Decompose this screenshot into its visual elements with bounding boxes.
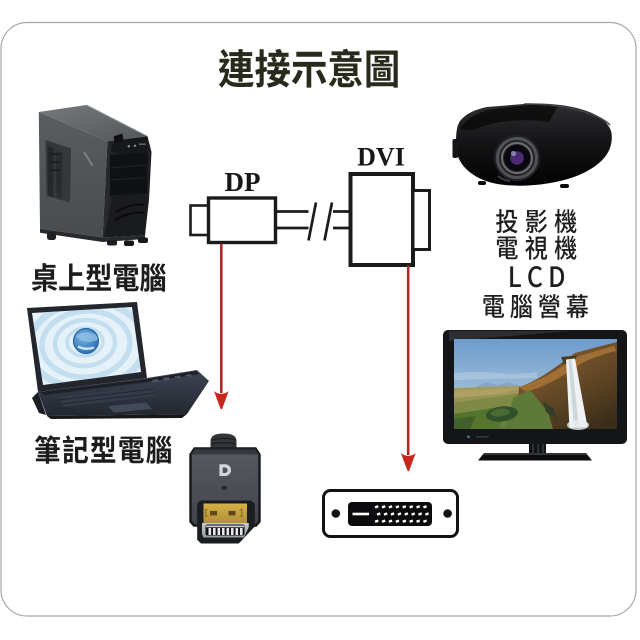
svg-text:DVI: DVI: [357, 143, 405, 172]
svg-text:DP: DP: [225, 167, 261, 197]
